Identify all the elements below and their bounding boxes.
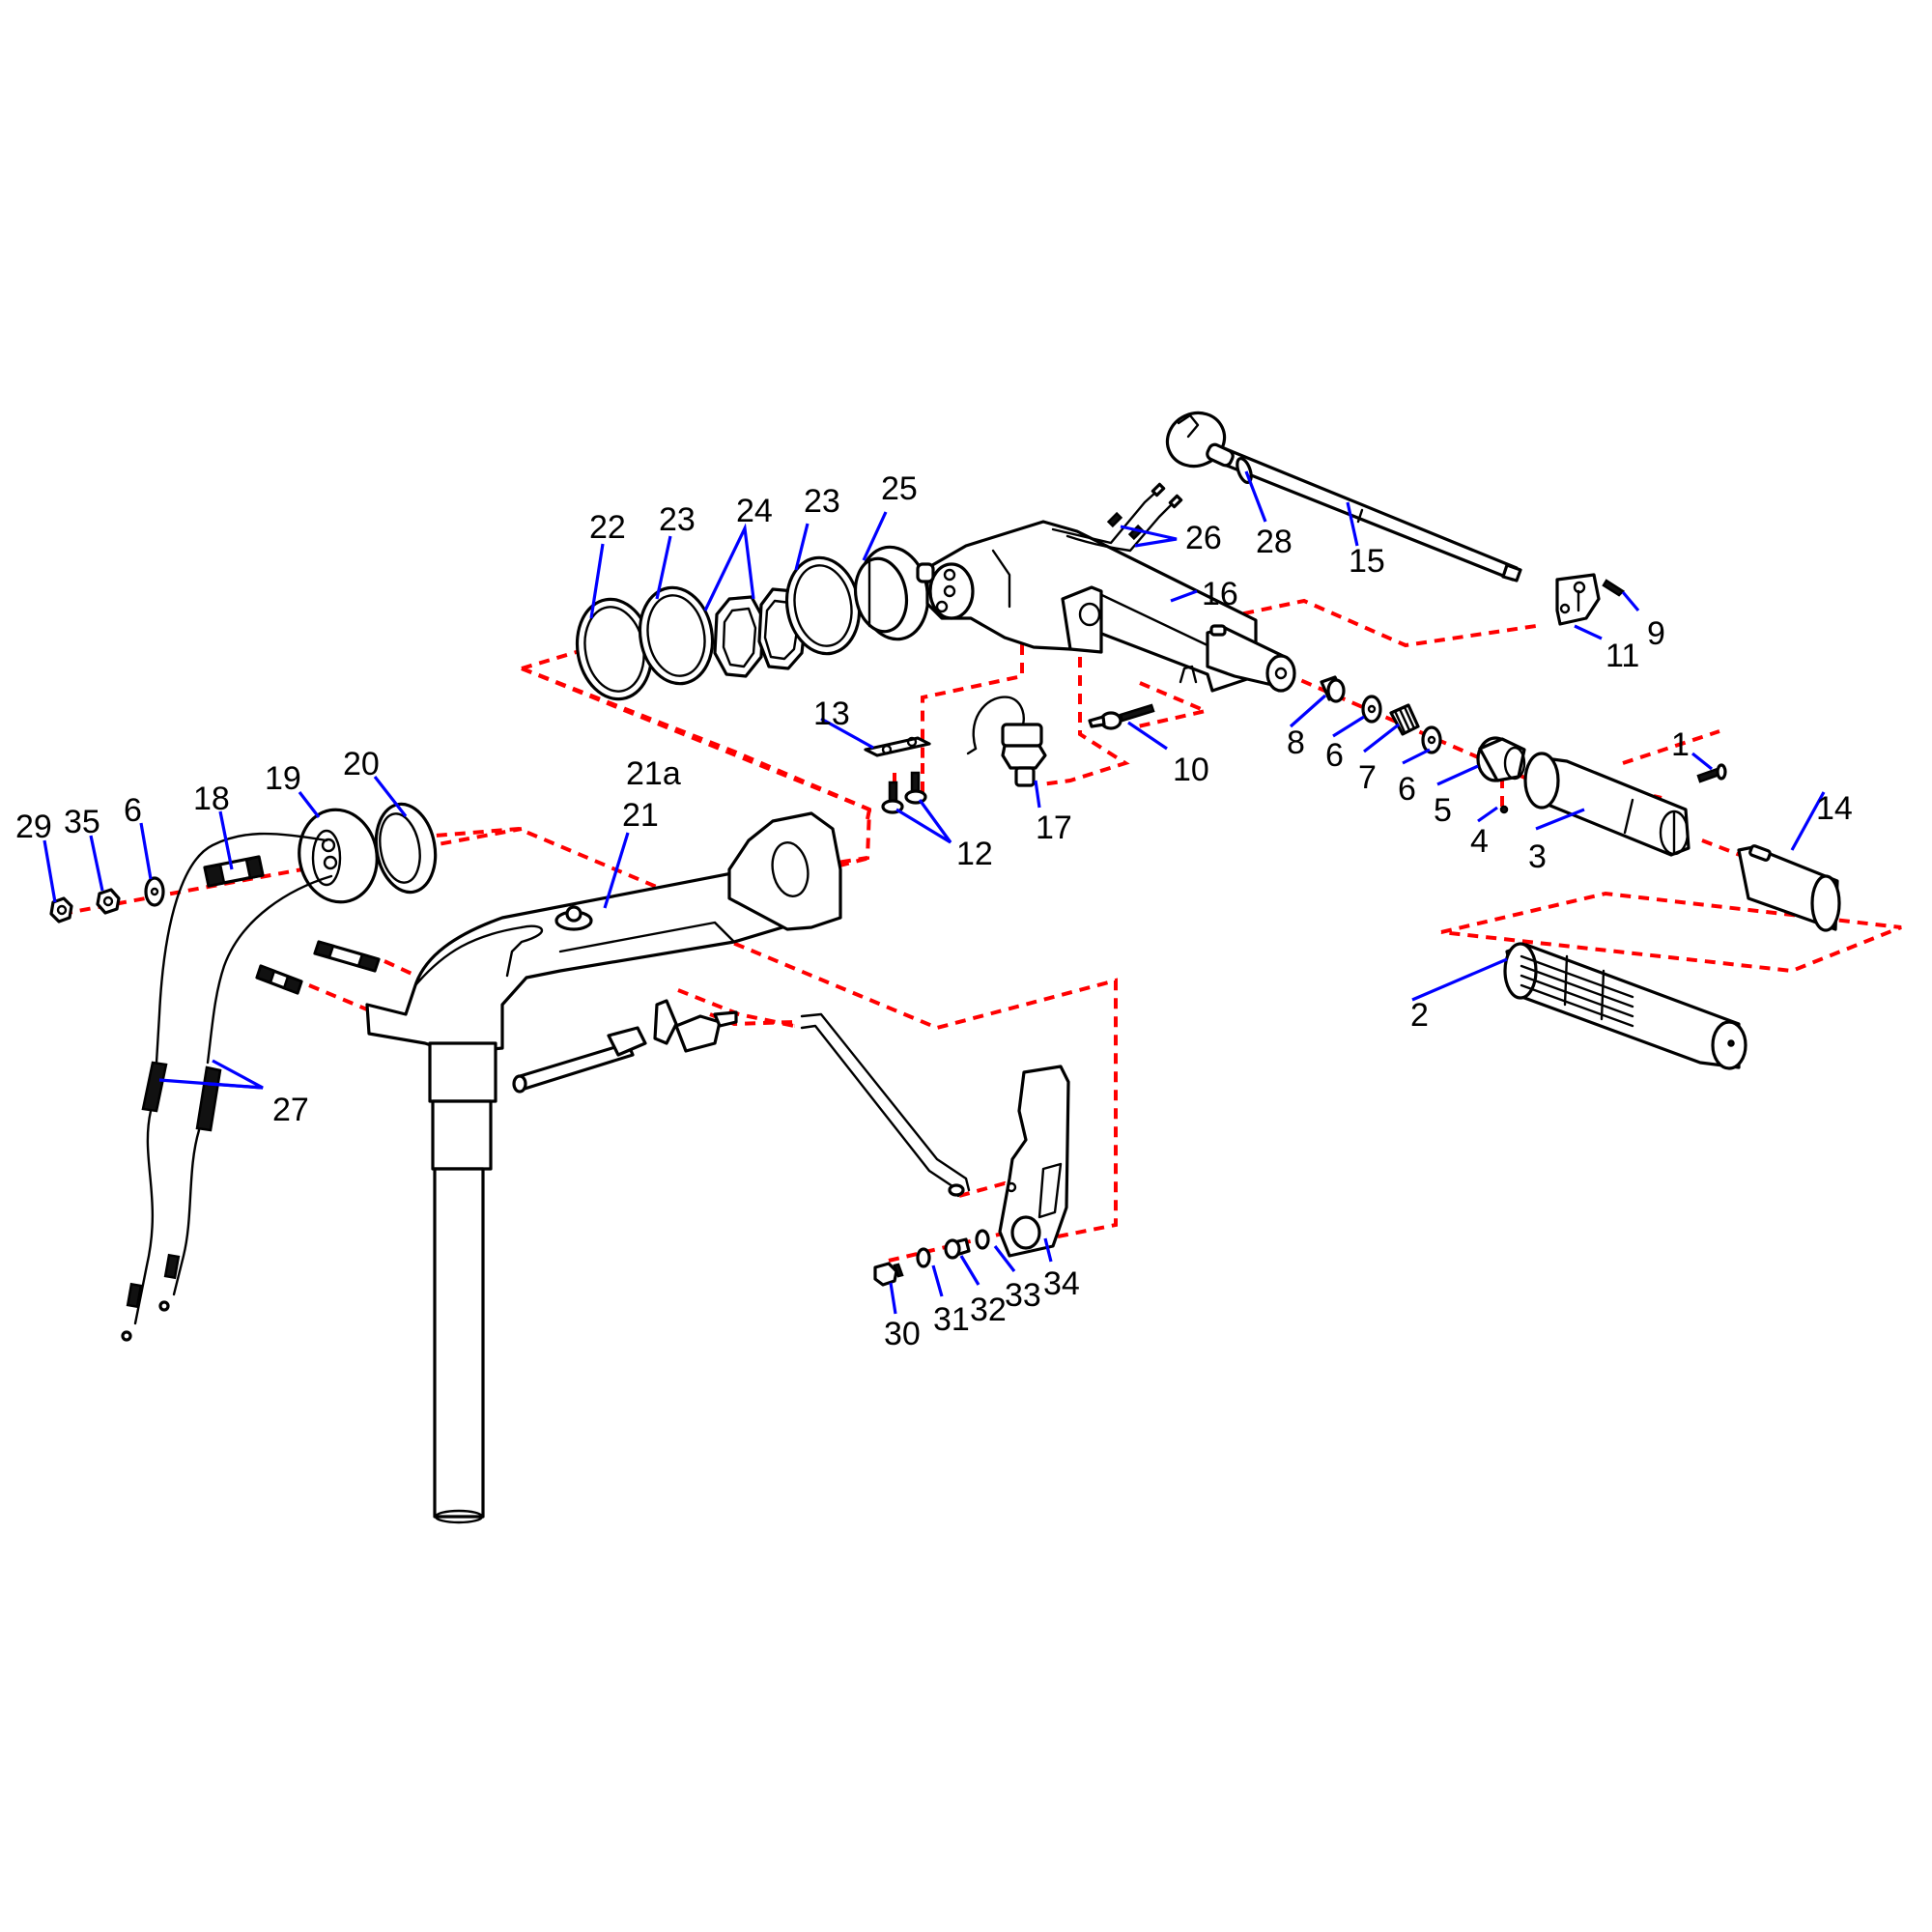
- callout-16: 16: [1202, 576, 1238, 612]
- callout-9: 9: [1647, 615, 1665, 652]
- callout-6a: 6: [1325, 737, 1344, 774]
- part-29-nut: [49, 896, 73, 923]
- part-14-grip-cap: [1737, 844, 1841, 932]
- part-33-washer: [975, 1229, 990, 1250]
- callout-23b: 23: [804, 483, 840, 520]
- part-24-wave-washer-a: [713, 595, 765, 678]
- leader-lines: [43, 470, 1826, 1315]
- callout-21a: 21a: [626, 755, 681, 792]
- callout-8: 8: [1287, 724, 1305, 761]
- callout-21: 21: [622, 797, 659, 834]
- part-7-spring: [1389, 703, 1420, 736]
- callout-7: 7: [1358, 759, 1377, 796]
- callout-32: 32: [970, 1292, 1007, 1328]
- callout-35: 35: [64, 804, 100, 840]
- part-25-bushing: [853, 545, 930, 641]
- callout-20: 20: [343, 746, 380, 782]
- part-6-washer-b: [1421, 725, 1442, 754]
- part-4-pin: [1499, 805, 1509, 814]
- part-11-clip: [1555, 573, 1601, 626]
- throttle-linkage-shaft: [512, 999, 738, 1094]
- part-31-washer: [916, 1247, 931, 1268]
- callout-12: 12: [956, 836, 993, 872]
- callout-5: 5: [1434, 792, 1452, 829]
- callout-23a: 23: [659, 501, 696, 538]
- callout-14: 14: [1816, 790, 1853, 827]
- callout-34: 34: [1043, 1265, 1080, 1302]
- part-28-throttle-knob: [1165, 411, 1253, 484]
- part-8-bushing: [1320, 675, 1346, 703]
- callout-22: 22: [589, 509, 626, 546]
- part-17-stop-switch: [966, 696, 1047, 787]
- callout-6c: 6: [124, 792, 142, 829]
- callout-19: 19: [265, 760, 301, 797]
- callout-1: 1: [1671, 726, 1690, 763]
- callout-10: 10: [1173, 752, 1209, 788]
- part-21-tiller-arm: [365, 811, 842, 1524]
- part-10-thumb-screw: [1088, 703, 1155, 730]
- throttle-link-rod: [800, 1012, 971, 1198]
- callout-labels: 1 2 3 4 5 6 6 6 7 8 9 10 11 12 13 14 15 …: [15, 470, 1853, 1352]
- assembly-lines: [61, 570, 1902, 1263]
- part-5-collar: [1476, 736, 1526, 782]
- part-3-grip-sleeve: [1523, 752, 1690, 857]
- part-6-washer-c: [144, 876, 165, 907]
- part-1-screw: [1696, 763, 1727, 783]
- callout-33: 33: [1005, 1277, 1041, 1314]
- part-12-screws: [881, 771, 927, 814]
- callout-11: 11: [1605, 638, 1639, 674]
- part-13-plate: [864, 736, 931, 757]
- part-2-twist-grip: [1503, 942, 1747, 1070]
- callout-27: 27: [272, 1092, 309, 1128]
- part-18-stud: [203, 855, 265, 888]
- callout-24: 24: [736, 493, 773, 529]
- callout-25: 25: [881, 470, 918, 507]
- part-19-cable-plate: [298, 808, 379, 904]
- callout-26: 26: [1185, 520, 1222, 556]
- part-23-ring-a: [638, 585, 715, 686]
- callout-28: 28: [1256, 524, 1293, 560]
- callout-15: 15: [1349, 543, 1385, 580]
- part-6-washer-a: [1361, 695, 1382, 724]
- tiller-studs: [255, 940, 381, 995]
- callout-2: 2: [1410, 997, 1429, 1034]
- part-35-nut: [96, 888, 121, 915]
- callout-3: 3: [1528, 838, 1547, 875]
- callout-4: 4: [1470, 823, 1489, 860]
- part-27-throttle-cables: [121, 832, 333, 1342]
- part-9-screw: [1602, 579, 1625, 597]
- callout-6b: 6: [1398, 771, 1416, 808]
- callout-29: 29: [15, 809, 52, 845]
- part-30-bolt: [873, 1262, 904, 1287]
- part-16-bracket: [916, 520, 1296, 693]
- callout-31: 31: [933, 1301, 970, 1338]
- callout-30: 30: [884, 1316, 921, 1352]
- part-34-lever: [998, 1065, 1070, 1258]
- callout-18: 18: [193, 781, 230, 817]
- part-32-spacer: [944, 1237, 971, 1260]
- callout-13: 13: [813, 696, 850, 732]
- callout-17: 17: [1036, 810, 1072, 846]
